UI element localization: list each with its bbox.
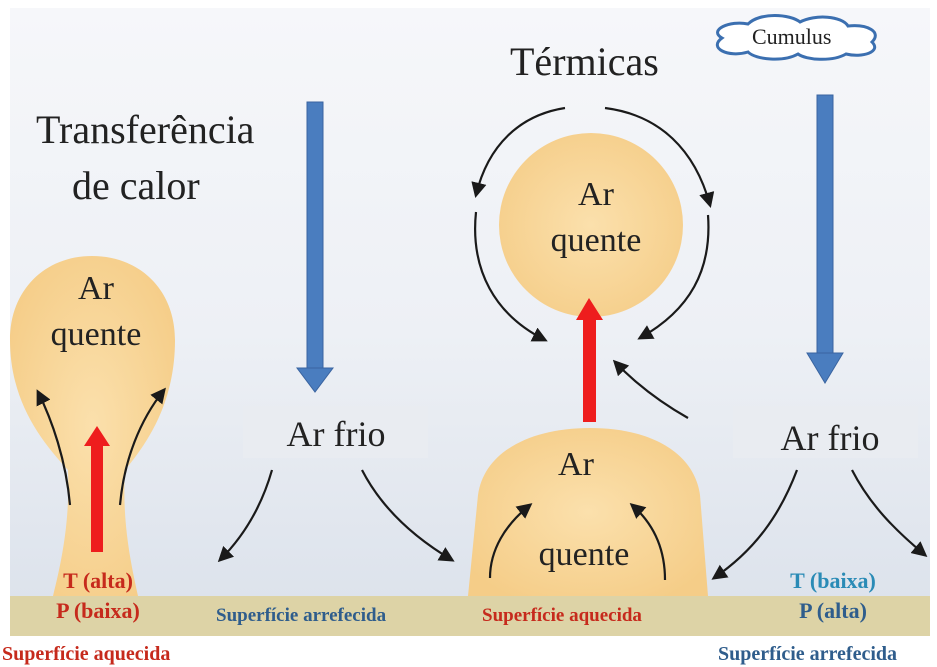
- dome-label-line1: Ar: [558, 446, 594, 483]
- right-temperature-label: T (baixa): [790, 568, 876, 593]
- thermal-arrow-bottom-left: [474, 211, 548, 342]
- dome-arrow-right: [629, 502, 667, 581]
- surface-heated-left: Superfície aquecida: [2, 643, 171, 665]
- cold-right-arrow-in: [851, 469, 928, 557]
- thermal-arrow-top-right: [604, 106, 715, 208]
- thermal-arrow-bottom-right: [637, 214, 710, 340]
- cold-air-right-label: Ar frio: [780, 418, 880, 458]
- left-bubble-arrow-left: [36, 389, 72, 506]
- left-bubble-label-line1: Ar: [78, 270, 114, 307]
- cold-left-arrow-in: [361, 469, 455, 562]
- thermals-title: Térmicas: [510, 39, 659, 84]
- thermal-arrow-return: [612, 359, 689, 419]
- left-temperature-label: T (alta): [63, 568, 133, 593]
- cold-left-arrow-out: [217, 469, 274, 563]
- cold-right-arrow-out: [711, 469, 799, 580]
- circulation-arrows: [36, 106, 928, 581]
- cold-air-left-label: Ar frio: [286, 414, 386, 454]
- cloud-label: Cumulus: [752, 24, 832, 49]
- down-arrow-right: [806, 94, 844, 384]
- right-pressure-label: P (alta): [799, 598, 867, 623]
- top-warm-air-bubble: [499, 133, 683, 317]
- thermal-arrow-top-left: [471, 106, 566, 198]
- up-arrow-center: [576, 298, 603, 422]
- up-arrow-left: [84, 426, 110, 552]
- cold-air-right-box: [733, 406, 918, 458]
- dome-arrow-left: [488, 503, 533, 579]
- left-warm-air-bubble: [10, 256, 175, 596]
- left-pressure-label: P (baixa): [56, 598, 140, 623]
- surface-heated-middle: Superfície aquecida: [482, 605, 642, 626]
- dome-label-line2: quente: [538, 536, 630, 573]
- cold-air-left-box: [243, 406, 428, 458]
- warm-air-dome: [468, 428, 708, 596]
- left-bubble-arrow-right: [118, 387, 166, 506]
- heat-transfer-title-line2: de calor: [72, 163, 200, 208]
- cumulus-cloud: [715, 14, 877, 61]
- top-bubble-label-line1: Ar: [578, 176, 614, 213]
- ground-surface: [10, 596, 930, 636]
- top-bubble-label-line2: quente: [550, 222, 642, 259]
- surface-cooled-middle: Superfície arrefecida: [216, 605, 387, 626]
- surface-cooled-right: Superfície arrefecida: [718, 643, 898, 665]
- left-bubble-label-line2: quente: [50, 316, 142, 353]
- heat-transfer-title-line1: Transferência: [36, 107, 255, 152]
- down-arrow-left: [296, 101, 334, 393]
